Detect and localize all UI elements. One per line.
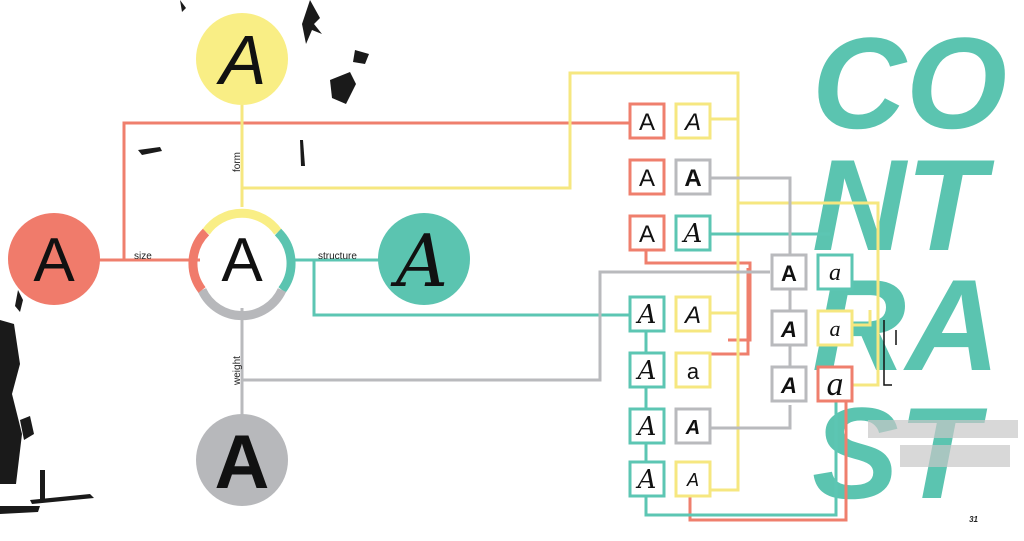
crop-marks <box>883 320 897 386</box>
grid-c2-r1-glyph: A <box>683 109 701 136</box>
weight-node: A <box>196 414 288 506</box>
grid-c4-r2-box <box>816 309 854 347</box>
ring-structure-arc <box>274 228 296 293</box>
structure-label: structure <box>318 251 357 262</box>
grunge-texture-right <box>868 420 1018 467</box>
form-branch-right <box>738 201 880 387</box>
grunge-texture <box>0 0 369 514</box>
grid-c1-r5-box <box>628 351 666 389</box>
center-glyph: A <box>221 226 263 295</box>
grid-c2-r3-glyph: A <box>682 219 703 249</box>
grid-c3-r2-box <box>770 309 808 347</box>
grid-c1-r2-box <box>628 158 666 196</box>
grid-c2-r4-box <box>674 295 712 333</box>
size-node: A <box>8 213 100 305</box>
grid-c4-r2-glyph: a <box>830 316 841 341</box>
weight-branch-bottom <box>710 405 792 430</box>
structure-glyph: A <box>390 219 448 303</box>
grid-c1-r6-box <box>628 407 666 445</box>
page-number: 31 <box>969 515 978 524</box>
form-branch-top <box>242 71 740 492</box>
grid-c2-r5-glyph: a <box>687 359 700 384</box>
grid-c2-r6-box <box>674 407 712 445</box>
grid-c1-r4-box <box>628 295 666 333</box>
size-loop-a <box>644 250 752 342</box>
grid-c2-r5-box <box>674 351 712 389</box>
grid-c3-r3-box <box>770 365 808 403</box>
ring-weight-arc <box>197 287 287 321</box>
grid-c2-r2-glyph: A <box>684 165 701 192</box>
ring-form-arc <box>202 208 282 235</box>
center-node: A <box>188 208 296 321</box>
grid-c1-r3-glyph: A <box>639 221 655 248</box>
ring-size-arc <box>188 228 210 293</box>
form-glyph: A <box>216 21 267 99</box>
grid-c3-r1-glyph: A <box>781 261 797 286</box>
form-circle <box>196 13 288 105</box>
grid-c3-r2-glyph: A <box>780 317 797 342</box>
grid-c2-r7-box <box>674 460 712 498</box>
grid-c1-r4-glyph: A <box>636 300 657 330</box>
center-circle <box>200 217 284 301</box>
grid-c1-r5-glyph: A <box>636 356 657 386</box>
form-label: form <box>232 152 243 172</box>
weight-circle <box>196 414 288 506</box>
grid-c2-r2-box <box>674 158 712 196</box>
grid-c2-r3-box <box>674 214 712 252</box>
glyph-grid-letters: A A A A A A A A A A A a A A A A A a a a <box>636 109 844 495</box>
grid-c4-r1-box <box>816 253 854 291</box>
connector-lines <box>97 71 880 522</box>
grid-c1-r2-glyph: A <box>639 165 655 192</box>
grid-c2-r4-glyph: A <box>683 302 701 329</box>
grid-c4-r3-glyph: a <box>827 366 844 403</box>
grid-c3-r1-box <box>770 253 808 291</box>
weight-branch <box>242 270 770 382</box>
structure-circle <box>378 213 470 305</box>
grid-c1-r7-glyph: A <box>636 465 657 495</box>
weight-branch-top <box>710 176 792 255</box>
size-circle <box>8 213 100 305</box>
form-node: A <box>196 13 288 105</box>
grid-c4-r1-glyph: a <box>829 260 841 286</box>
grid-c3-r3-glyph: A <box>780 373 797 398</box>
grid-c1-r6-glyph: A <box>636 412 657 442</box>
grid-c2-r1-box <box>674 102 712 140</box>
grid-c1-r3-box <box>628 214 666 252</box>
size-glyph: A <box>33 226 75 295</box>
glyph-grid <box>628 102 854 498</box>
grid-c1-r7-box <box>628 460 666 498</box>
title-line-1: CO <box>812 10 1007 156</box>
grid-c4-r3-box <box>816 365 854 403</box>
size-branch-top <box>122 121 630 260</box>
size-label: size <box>134 251 152 262</box>
structure-node: A <box>378 213 470 305</box>
contrast-title: CO NT RA ST <box>812 10 1007 526</box>
grid-c2-r7-glyph: A <box>686 470 699 490</box>
weight-label: weight <box>232 356 243 386</box>
grid-c2-r6-glyph: A <box>685 417 700 439</box>
structure-branch <box>312 260 630 317</box>
weight-glyph: A <box>215 420 270 505</box>
grid-c1-r1-glyph: A <box>639 109 655 136</box>
form-tick-3 <box>852 310 872 327</box>
grid-c1-r1-box <box>628 102 666 140</box>
